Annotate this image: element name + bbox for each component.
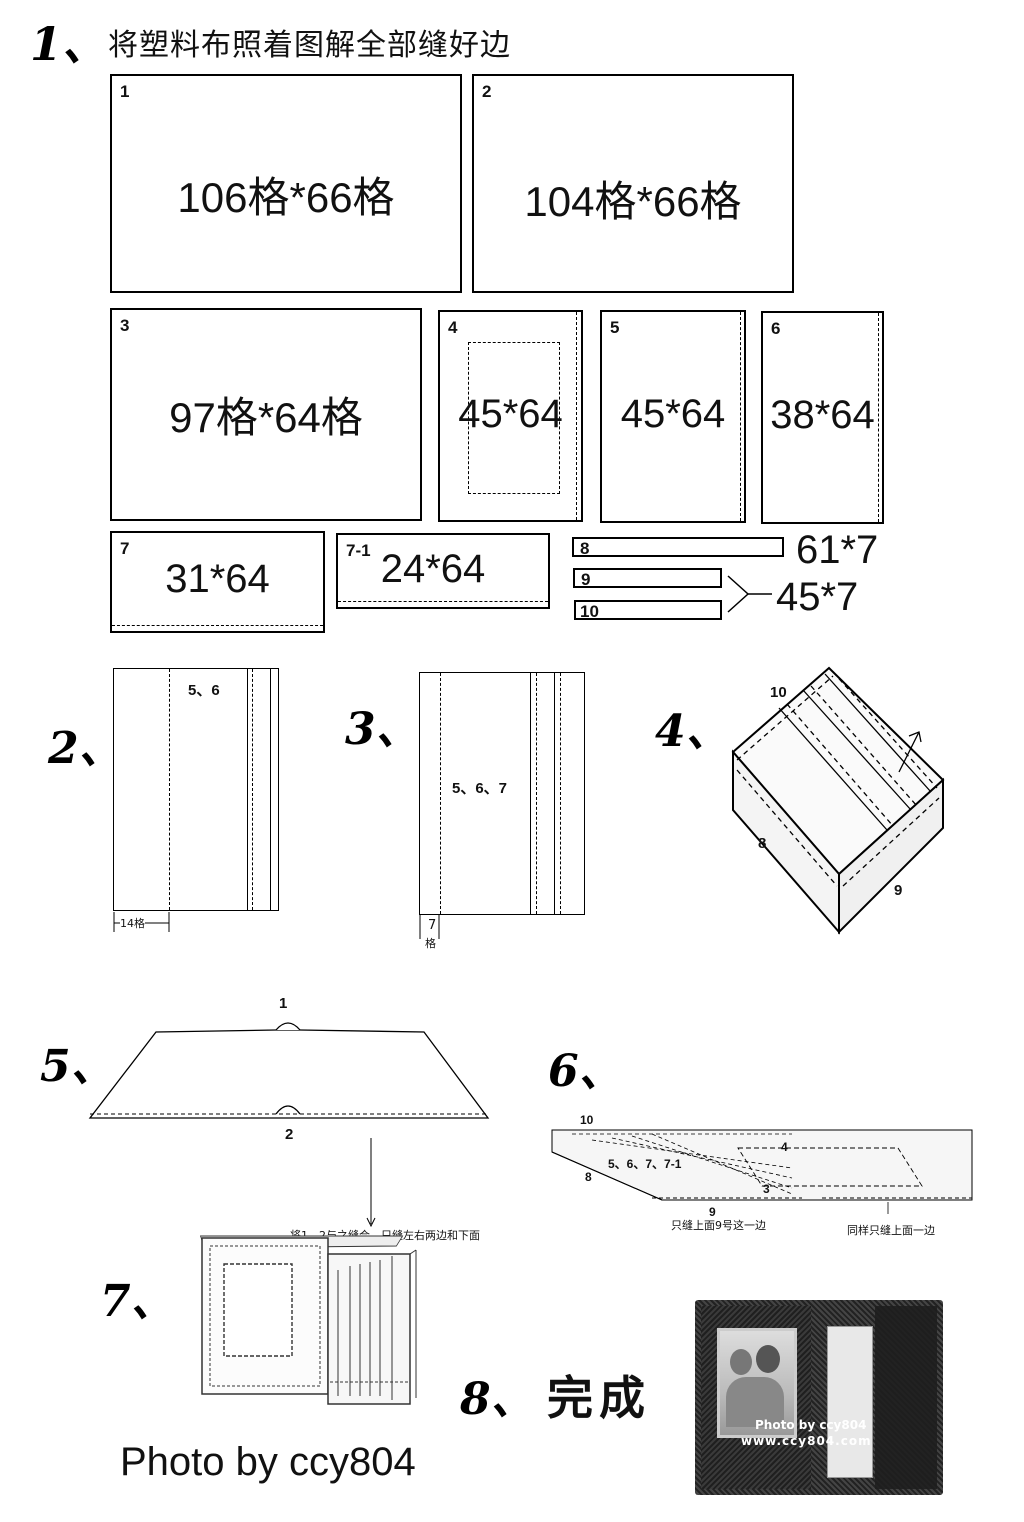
piece-number: 4 bbox=[448, 318, 458, 337]
photo-credit: Photo by ccy804 bbox=[120, 1440, 416, 1484]
seam-line bbox=[740, 312, 741, 521]
seam-line bbox=[878, 313, 879, 522]
step-1-title: 将塑料布照着图解全部缝好边 bbox=[108, 28, 511, 63]
couple-photo-icon bbox=[730, 1349, 752, 1375]
step-4-assembly-drawing bbox=[731, 666, 945, 935]
measure-mark-icon bbox=[419, 915, 440, 939]
step-3-assembly: 5、6、7 bbox=[419, 672, 585, 915]
piece-number: 8 bbox=[580, 539, 590, 558]
wallet-right-panel bbox=[819, 1306, 937, 1489]
seam-line bbox=[252, 669, 253, 910]
step-6-note-2: 同样只缝上面一边 bbox=[847, 1224, 935, 1237]
piece-number: 2 bbox=[482, 82, 492, 101]
piece-number: 10 bbox=[580, 602, 599, 621]
step-1-number: 1、 bbox=[30, 17, 109, 71]
piece-3: 3 97格*64格 bbox=[110, 308, 422, 521]
couple-photo-icon bbox=[756, 1345, 780, 1373]
piece-dimension: 104格*66格 bbox=[524, 178, 742, 225]
piece-8-label: 8 bbox=[585, 1170, 592, 1184]
piece-8-label: 8 bbox=[758, 835, 767, 852]
piece-7: 7 31*64 bbox=[110, 531, 325, 633]
step-6-assembly-drawing bbox=[551, 1129, 973, 1214]
seam-line bbox=[560, 673, 561, 914]
piece-6: 6 38*64 bbox=[761, 311, 884, 524]
step-4-number: 4、 bbox=[655, 706, 730, 757]
edge-line bbox=[554, 673, 555, 914]
couple-photo-body bbox=[726, 1377, 784, 1427]
finished-wallet-photo: Photo by ccy804 www.ccy804.com bbox=[695, 1300, 943, 1495]
piece-number: 6 bbox=[771, 319, 781, 338]
strip-9: 9 bbox=[573, 568, 722, 589]
seam-line bbox=[112, 625, 323, 626]
piece-7-1: 7-1 24*64 bbox=[336, 533, 550, 609]
piece-number: 1 bbox=[120, 82, 130, 101]
piece-number: 7 bbox=[120, 539, 130, 558]
step-5-number: 5、 bbox=[40, 1041, 115, 1092]
piece-dimension: 38*64 bbox=[770, 393, 875, 437]
seam-line bbox=[440, 673, 441, 914]
step-2-number: 2、 bbox=[48, 723, 123, 774]
pieces-5-6-7-label: 5、6、7、7-1 bbox=[608, 1157, 682, 1171]
layer-label: 5、6、7 bbox=[452, 780, 508, 797]
measure-label: 14格 bbox=[120, 915, 145, 931]
strip-8: 8 bbox=[572, 537, 784, 558]
piece-number: 5 bbox=[610, 318, 620, 337]
piece-1: 1 106格*66格 bbox=[110, 74, 462, 293]
piece-1-label: 1 bbox=[279, 995, 288, 1012]
piece-number: 9 bbox=[581, 570, 591, 589]
piece-9-label: 9 bbox=[894, 882, 903, 899]
down-arrow-icon bbox=[366, 1138, 376, 1228]
piece-4: 4 45*64 bbox=[438, 310, 583, 522]
step-6-note-1: 只缝上面9号这一边 bbox=[671, 1219, 766, 1232]
bracket-arrow-icon bbox=[727, 575, 772, 613]
seam-line bbox=[536, 673, 537, 914]
step-2-assembly: 5、6 bbox=[113, 668, 279, 911]
wallet-photo-window bbox=[717, 1328, 797, 1438]
step-5-assembly-drawing bbox=[88, 1022, 490, 1119]
step-6-number: 6、 bbox=[548, 1046, 623, 1097]
step-8-number: 8、 bbox=[460, 1374, 535, 1425]
step-7-assembly-drawing bbox=[199, 1235, 417, 1405]
piece-dimension: 106格*66格 bbox=[177, 174, 395, 221]
step-3-number: 3、 bbox=[345, 704, 420, 755]
measure-label: 7 bbox=[428, 918, 437, 933]
piece-number: 3 bbox=[120, 316, 130, 335]
piece-2: 2 104格*66格 bbox=[472, 74, 794, 293]
piece-dimension: 24*64 bbox=[380, 547, 486, 591]
photo-watermark: Photo by ccy804 bbox=[755, 1418, 867, 1432]
piece-dimension: 45*64 bbox=[458, 392, 563, 436]
edge-line bbox=[270, 669, 271, 910]
edge-line bbox=[530, 673, 531, 914]
layer-label: 5、6 bbox=[188, 682, 220, 699]
step-8-done-text: 完成 bbox=[547, 1371, 651, 1425]
seam-line bbox=[169, 669, 170, 910]
piece-10-label: 10 bbox=[580, 1113, 594, 1127]
strip-9-10-dimension: 45*7 bbox=[776, 575, 859, 619]
strip-10: 10 bbox=[574, 600, 722, 621]
seam-line bbox=[576, 312, 577, 520]
piece-dimension: 45*64 bbox=[620, 392, 726, 436]
piece-2-label: 2 bbox=[285, 1126, 294, 1143]
piece-3-label: 3 bbox=[763, 1182, 770, 1196]
piece-10-label: 10 bbox=[770, 684, 787, 701]
step-7-number: 7、 bbox=[100, 1276, 175, 1327]
piece-9-label: 9 bbox=[709, 1205, 716, 1219]
piece-4-label: 4 bbox=[781, 1140, 788, 1154]
piece-5: 5 45*64 bbox=[600, 310, 746, 523]
strip-8-dimension: 61*7 bbox=[796, 528, 879, 572]
seam-line bbox=[338, 601, 548, 602]
photo-watermark-url: www.ccy804.com bbox=[741, 1434, 872, 1448]
piece-dimension: 31*64 bbox=[165, 557, 270, 601]
measure-label: 格 bbox=[425, 937, 436, 950]
piece-number: 7-1 bbox=[346, 541, 371, 560]
piece-dimension: 97格*64格 bbox=[169, 394, 363, 441]
edge-line bbox=[247, 669, 248, 910]
photo-window-seam bbox=[468, 342, 560, 494]
